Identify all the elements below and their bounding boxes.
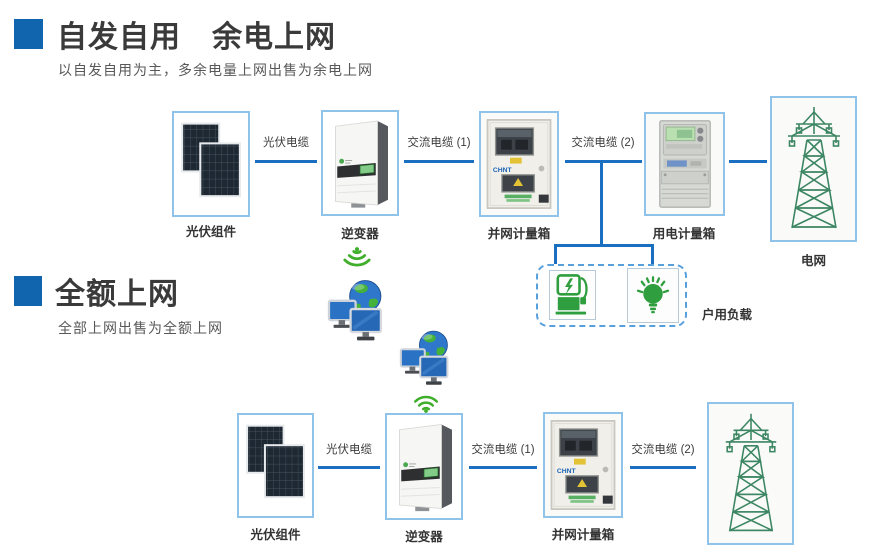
wifi-icon [410,390,442,413]
node-label-consumption-meter: 用电计量箱 [652,227,716,241]
load-branch-line [554,244,654,247]
node-label-pv-1: 光伏组件 [185,225,236,239]
cable-line [404,160,474,163]
solar-panels-icon [243,420,308,511]
section-title-full: 全额上网 [55,278,179,311]
solar-panels-icon [178,118,244,210]
load-branch-line [651,244,654,266]
cable-line [255,160,317,163]
node-label-inverter-1: 逆变器 [341,227,379,241]
grid-meter-icon [483,116,555,212]
cable-line [630,466,696,469]
node-pv-modules-1 [172,111,250,217]
cable-label-ac2-1: 交流电缆 (2) [571,137,635,149]
inverter-icon [389,418,459,515]
section-title-surplus: 自发自用 余电上网 [57,21,336,54]
cable-line [318,466,380,469]
node-label-inverter-2: 逆变器 [405,530,443,544]
node-grid-tower-2 [707,402,794,545]
node-label-grid-meter-2: 并网计量箱 [551,528,615,542]
section-subtitle-full: 全部上网出售为全额上网 [58,320,223,336]
node-label-grid-meter-1: 并网计量箱 [487,227,551,241]
node-label-grid: 电网 [800,254,826,268]
node-inverter-2 [385,413,463,520]
cable-label-pv-2: 光伏电缆 [326,444,372,456]
node-grid-tower-1 [770,96,857,242]
load-branch-line [600,160,603,246]
section-subtitle-surplus: 以自发自用为主，多余电量上网出售为余电上网 [58,62,373,78]
network-monitor-icon [327,276,387,344]
node-pv-modules-2 [237,413,314,518]
section-bullet-full [14,276,42,306]
load-branch-line [554,244,557,266]
inverter-icon [325,115,395,211]
cable-label-ac2-2: 交流电缆 (2) [631,444,695,456]
node-inverter-1 [321,110,399,216]
node-grid-meter-1 [479,111,559,217]
grid-meter-icon [547,417,619,513]
cable-line [565,160,642,163]
node-consumption-meter [644,112,725,216]
cable-line [729,160,767,163]
consumption-meter-icon [649,117,721,211]
node-grid-meter-2 [543,412,623,518]
bulb-icon [632,274,674,318]
node-label-pv-2: 光伏组件 [250,528,301,542]
bulb-tile [627,268,679,323]
remote-monitoring-2 [398,327,454,413]
ev-charger-icon [554,274,592,316]
ev-charger-tile [549,270,596,320]
section-bullet-surplus [14,19,43,49]
cable-label-ac1-1: 交流电缆 (1) [407,137,471,149]
wifi-icon [339,247,375,273]
cable-label-pv-1: 光伏电缆 [263,137,309,149]
network-monitor-icon [399,327,453,388]
cable-label-ac1-2: 交流电缆 (1) [471,444,535,456]
power-tower-icon [779,103,849,235]
cable-line [469,466,537,469]
household-load-label: 户用负载 [702,308,753,322]
power-tower-icon [717,410,785,538]
remote-monitoring-1 [326,247,388,344]
